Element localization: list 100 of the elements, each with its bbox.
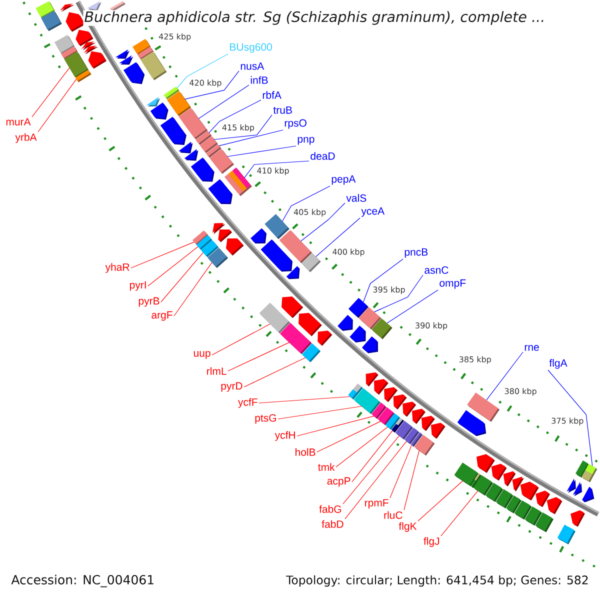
gene-feature (250, 228, 267, 244)
scale-label: 380 kbp (504, 388, 536, 396)
gene-block (535, 512, 554, 532)
leader-line (130, 242, 194, 268)
gene-feature (119, 55, 134, 65)
gene-label: rlmL (207, 367, 226, 375)
leader-line (278, 406, 362, 420)
gene-feature (184, 149, 198, 161)
leader-line (374, 274, 424, 312)
gene-feature (298, 312, 322, 336)
leader-line (214, 114, 272, 140)
gene-feature (546, 497, 562, 514)
leader-line (184, 70, 240, 100)
leader-line (282, 186, 330, 222)
leader-line (38, 79, 77, 132)
gene-feature (318, 330, 332, 346)
gene-block (75, 70, 92, 82)
gene-label: rluC (384, 511, 402, 519)
gene-feature (430, 422, 446, 439)
leader-line (404, 450, 420, 510)
gene-block (557, 524, 576, 544)
leader-line (390, 444, 412, 498)
scale-label: 425 kbp (158, 33, 191, 42)
gene-block (302, 252, 321, 272)
gene-label: tmk (318, 463, 335, 471)
gene-feature (286, 266, 300, 280)
leader-line (176, 54, 228, 88)
leader-line (418, 480, 464, 522)
gene-block (280, 322, 312, 354)
gene-block (302, 343, 321, 362)
leader-line (244, 357, 306, 388)
leader-line (352, 430, 393, 482)
gene-feature (582, 486, 594, 502)
footer-text: Accession: NC_004061 (11, 574, 154, 588)
leader-line (486, 352, 524, 400)
leader-line (160, 252, 204, 302)
gene-feature (282, 296, 304, 318)
gene-label: flgJ (424, 537, 440, 547)
gene-label: murA (6, 118, 31, 126)
gene-label: valS (346, 194, 366, 202)
gene-feature (84, 46, 98, 54)
footer-text: Topology: circular; Length: 641,454 bp; Genes: 582 (286, 575, 588, 587)
gene-block (207, 248, 228, 268)
gene-label: ptsG (255, 414, 276, 424)
gene-block (178, 108, 208, 140)
gene-label: deaD (310, 152, 335, 160)
gene-block (372, 318, 392, 340)
gene-label: yceA (361, 207, 385, 217)
scale-label: 405 kbp (294, 208, 326, 217)
leader-line (300, 202, 346, 242)
gene-label: rne (524, 345, 539, 351)
gene-feature (338, 314, 353, 331)
gene-feature (123, 62, 145, 84)
gene-label: pyrD (221, 382, 242, 392)
leader-line (363, 258, 404, 302)
gene-label: infB (250, 76, 268, 84)
gene-label: acpP (327, 477, 350, 487)
gene-feature (81, 42, 96, 50)
leader-line (344, 440, 407, 520)
leader-line (316, 218, 360, 257)
gene-label: nusA (240, 62, 264, 70)
leader-line (336, 426, 388, 468)
gene-label: argF (152, 311, 172, 321)
gene-label: rbfA (262, 91, 282, 99)
gene-feature (146, 96, 160, 107)
leader-line (32, 68, 70, 118)
gene-feature (150, 102, 168, 120)
leader-line (386, 290, 438, 324)
gene-feature (60, 4, 74, 12)
gene-label: truB (273, 106, 292, 114)
leader-line (440, 490, 478, 536)
gene-feature (115, 49, 130, 59)
leader-line (227, 146, 296, 157)
gene-block (210, 148, 234, 174)
gene-block (140, 51, 167, 80)
scale-label: 410 kbp (257, 167, 289, 176)
scale-label: 375 kbp (552, 418, 584, 426)
gene-label: ycfH (274, 431, 295, 441)
gene-feature (570, 510, 585, 527)
gene-label: pepA (332, 175, 356, 185)
gene-label: fabG (319, 505, 342, 513)
scale-label: 385 kbp (459, 356, 491, 364)
gene-label: uup (194, 351, 210, 359)
gene-label: flgA (549, 359, 568, 369)
leader-line (212, 324, 270, 356)
scale-label: 420 kbp (190, 80, 222, 88)
gene-feature (226, 238, 244, 256)
gene-feature (160, 116, 186, 146)
gene-label: yhaR (105, 263, 130, 273)
gene-block (40, 10, 62, 32)
gene-feature (190, 157, 214, 182)
leader-line (174, 262, 212, 316)
leader-line (316, 421, 381, 452)
scale-label: 415 kbp (222, 124, 254, 132)
gene-label: pyrI (130, 281, 146, 291)
gene-feature (476, 454, 495, 473)
gene-label: holB (296, 448, 316, 456)
gene-label: BUsg600 (230, 43, 272, 53)
gene-label: pncB (404, 248, 428, 258)
scale-label: 395 kbp (373, 286, 405, 294)
